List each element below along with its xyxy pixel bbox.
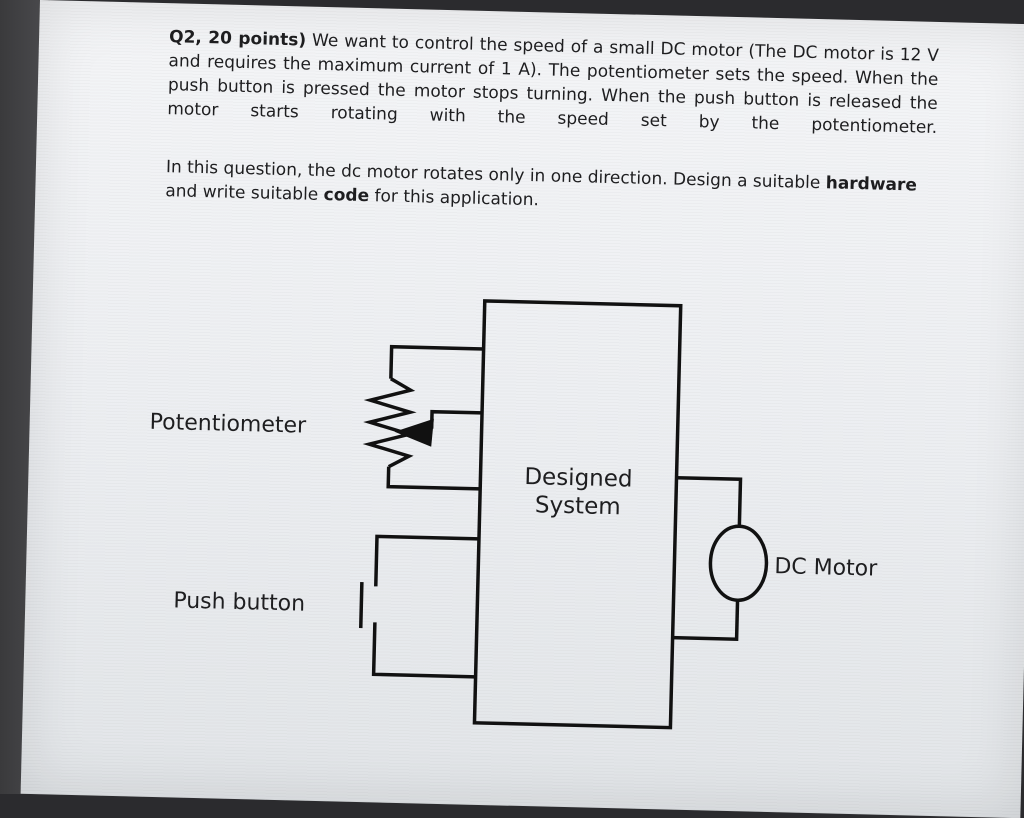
system-label-line1: Designed xyxy=(524,464,633,493)
push-button-label: Push button xyxy=(173,588,305,616)
potentiometer-resistor xyxy=(362,377,417,469)
motor-label: DC Motor xyxy=(774,554,878,582)
system-label-line2: System xyxy=(535,492,621,520)
dc-motor-symbol xyxy=(708,524,769,602)
button-top-wire xyxy=(374,534,480,587)
designed-system-box xyxy=(472,299,683,730)
pot-bottom-wire xyxy=(386,466,481,491)
pot-wiper-wire xyxy=(429,409,483,429)
pot-top-wire xyxy=(389,344,484,379)
motor-top-wire xyxy=(676,475,743,527)
potentiometer-label: Potentiometer xyxy=(149,410,307,439)
screen-content: Q2, 20 points) We want to control the sp… xyxy=(20,0,1024,818)
circuit-diagram: Potentiometer Designed System DC Motor P… xyxy=(149,299,878,730)
motor-bottom-wire xyxy=(672,600,740,642)
pot-wiper-arrow-icon xyxy=(394,418,434,447)
button-bottom-wire xyxy=(371,622,476,679)
push-button-contact xyxy=(359,581,364,629)
